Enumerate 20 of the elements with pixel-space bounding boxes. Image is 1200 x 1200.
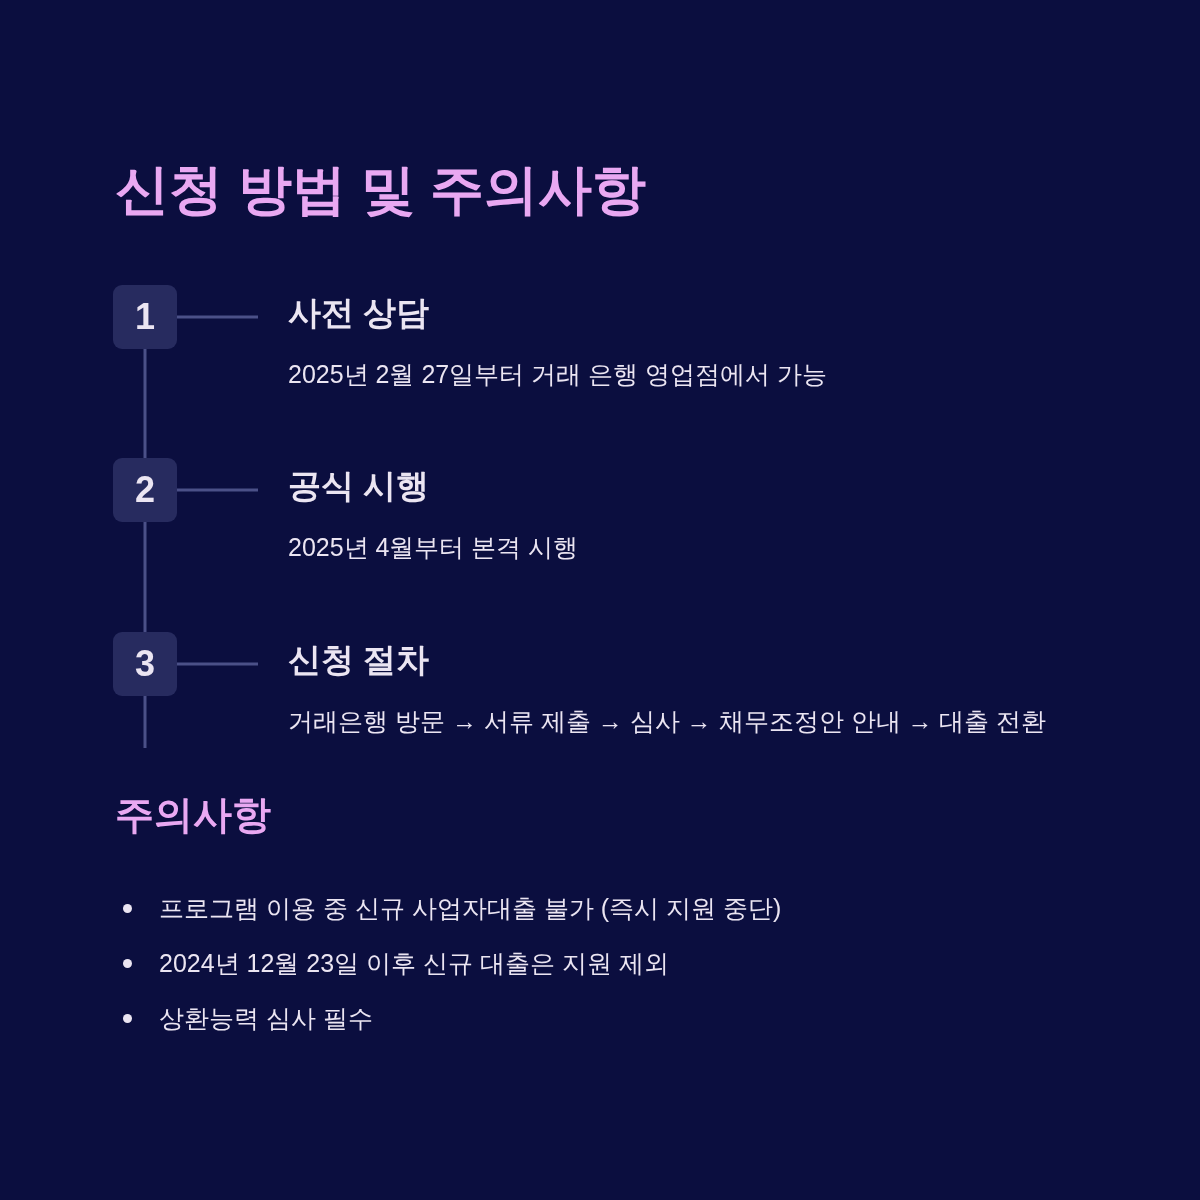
timeline-line	[143, 696, 147, 748]
step-description: 2025년 4월부터 본격 시행	[288, 532, 579, 563]
step-description: 2025년 2월 27일부터 거래 은행 영업점에서 가능	[288, 359, 827, 390]
number-box: 2	[113, 458, 177, 522]
page-title: 신청 방법 및 주의사항	[115, 158, 646, 221]
list-item-text: 상환능력 심사 필수	[159, 1003, 373, 1034]
connector-line	[177, 315, 258, 319]
connector-line	[177, 488, 258, 492]
number-box: 3	[113, 632, 177, 696]
number-box: 1	[113, 285, 177, 349]
step-title: 사전 상담	[288, 293, 430, 333]
timeline-line	[143, 349, 147, 458]
list-item-text: 2024년 12월 23일 이후 신규 대출은 지원 제외	[159, 948, 669, 979]
section-heading: 주의사항	[115, 792, 271, 838]
timeline-line	[143, 522, 147, 632]
step-title: 신청 절차	[288, 640, 430, 680]
connector-line	[177, 662, 258, 666]
step-title: 공식 시행	[288, 466, 430, 506]
list-item-text: 프로그램 이용 중 신규 사업자대출 불가 (즉시 지원 중단)	[159, 893, 782, 924]
step-description: 거래은행 방문 → 서류 제출 → 심사 → 채무조정안 안내 → 대출 전환	[288, 706, 1047, 737]
